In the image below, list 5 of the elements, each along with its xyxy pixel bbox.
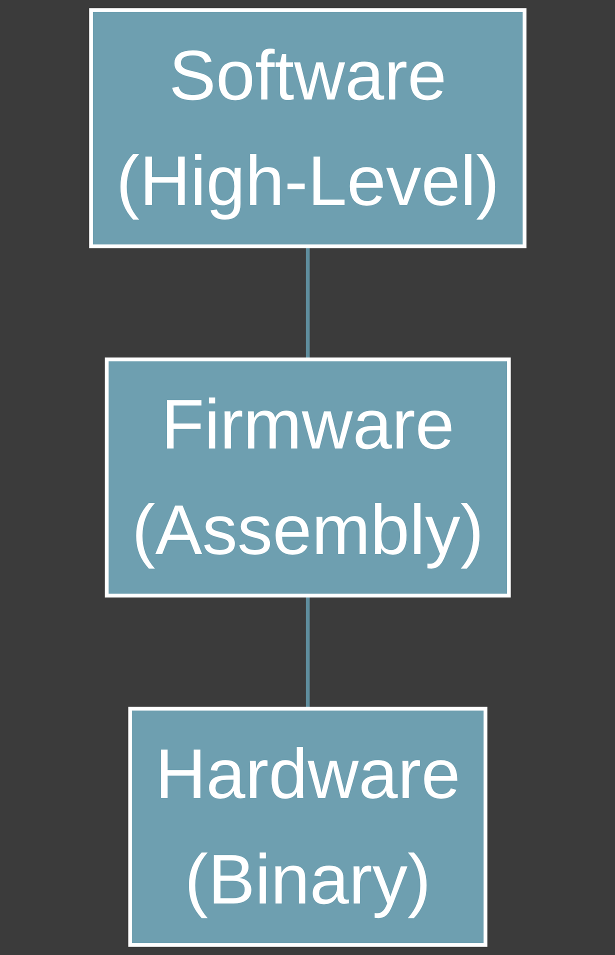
connector [306, 596, 310, 709]
node-box: Software (High-Level) [88, 8, 526, 248]
connector [306, 246, 310, 360]
node-box: Hardware (Binary) [128, 706, 488, 947]
node-box: Firmware (Assembly) [104, 358, 510, 598]
